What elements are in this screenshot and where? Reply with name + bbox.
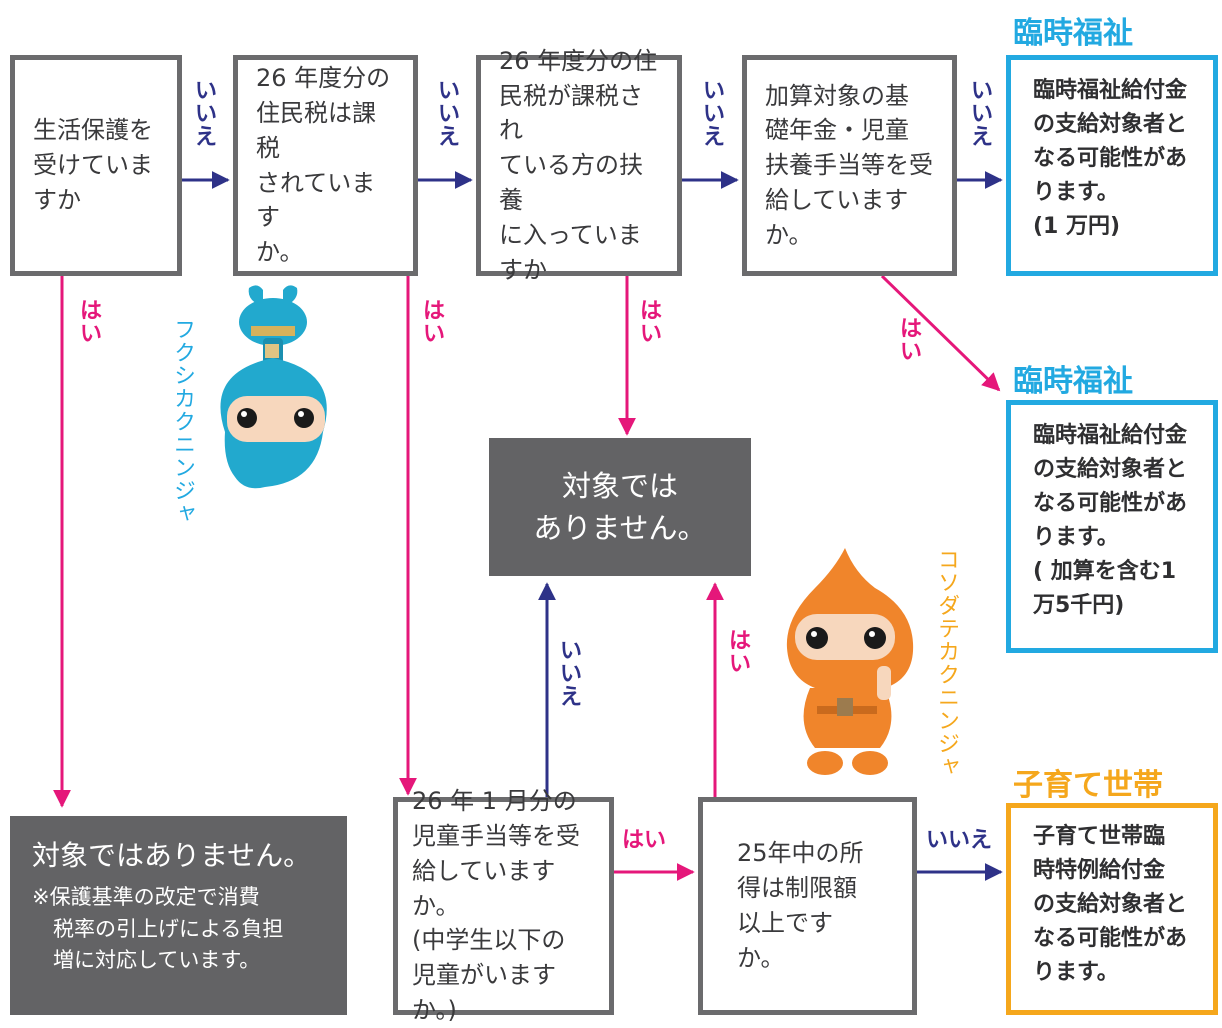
- result-box-fukushi-15000: 臨時福祉給付金 の支給対象者と なる可能性があ ります。 ( 加算を含む1 万5…: [1006, 400, 1218, 653]
- question-text: 生活保護を 受けていま すか: [33, 116, 153, 214]
- label-yes-q1: は い: [79, 299, 102, 348]
- label-no-q5: い い え: [559, 639, 582, 711]
- label-no-q1: い い え: [194, 79, 217, 151]
- category-title-kosodate: 子育て世帯: [1013, 768, 1163, 803]
- label-yes-q3: は い: [639, 299, 662, 348]
- question-box-resident-tax: 26 年度分の 住民税は課税 されています か。: [233, 55, 418, 276]
- question-text: 26 年度分の住 民税が課税され ている方の扶養 に入っていますか: [499, 46, 658, 284]
- not-eligible-text: 対象では ありません。: [533, 468, 707, 545]
- question-box-pension: 加算対象の基 礎年金・児童 扶養手当等を受 給していますか。: [742, 55, 957, 276]
- question-text: 加算対象の基 礎年金・児童 扶養手当等を受 給していますか。: [765, 81, 933, 249]
- not-eligible-title: 対象ではありません。: [32, 839, 312, 872]
- orange-ninja-character: [775, 548, 925, 783]
- label-no-q6: いいえ: [926, 828, 993, 853]
- label-no-q2: い い え: [437, 79, 460, 151]
- not-eligible-box-left: 対象ではありません。 ※保護基準の改定で消費 税率の引上げによる負担 増に対応し…: [10, 816, 347, 1015]
- label-yes-q4: は い: [899, 317, 922, 366]
- label-yes-q2: は い: [422, 299, 445, 348]
- label-yes-q6: は い: [728, 629, 751, 678]
- question-text: 26 年 1 月分の 児童手当等を受 給していますか。 (中学生以下の 児童がい…: [412, 787, 580, 1024]
- category-title-fukushi: 臨時福祉: [1013, 16, 1133, 51]
- not-eligible-note: ※保護基準の改定で消費 税率の引上げによる負担 増に対応しています。: [32, 885, 284, 972]
- question-box-child-allowance: 26 年 1 月分の 児童手当等を受 給していますか。 (中学生以下の 児童がい…: [393, 787, 614, 1024]
- category-title-fukushi-2: 臨時福祉: [1013, 364, 1133, 399]
- label-no-q4: い い え: [970, 79, 993, 151]
- result-box-kosodate: 子育て世帯臨 時特例給付金 の支給対象者と なる可能性があ ります。: [1006, 803, 1218, 1015]
- result-text: 臨時福祉給付金 の支給対象者と なる可能性があ ります。 (1 万円): [1033, 78, 1188, 240]
- blue-ninja-character: [205, 282, 340, 497]
- blue-ninja-icon: [220, 285, 327, 489]
- result-box-fukushi-10000: 臨時福祉給付金 の支給対象者と なる可能性があ ります。 (1 万円): [1006, 55, 1218, 276]
- label-yes-q5: はい: [622, 828, 667, 853]
- question-box-income: 25年中の所 得は制限額 以上ですか。: [698, 797, 917, 1015]
- label-no-q3: い い え: [702, 79, 725, 151]
- orange-ninja-name: コソダテカクニンジャ: [934, 548, 959, 778]
- not-eligible-box-center: 対象では ありません。: [489, 438, 751, 576]
- question-text: 25年中の所 得は制限額 以上ですか。: [737, 839, 864, 972]
- result-text: 子育て世帯臨 時特例給付金 の支給対象者と なる可能性があ ります。: [1033, 824, 1188, 986]
- arrow-q4-r2: [880, 274, 1001, 392]
- question-text: 26 年度分の 住民税は課税 されています か。: [256, 64, 391, 267]
- result-text: 臨時福祉給付金 の支給対象者と なる可能性があ ります。 ( 加算を含む1 万5…: [1033, 423, 1188, 619]
- blue-ninja-name: フクシカクニンジャ: [170, 318, 195, 525]
- orange-ninja-icon: [786, 548, 914, 775]
- question-box-welfare: 生活保護を 受けていま すか: [10, 55, 182, 276]
- question-box-dependent: 26 年度分の住 民税が課税され ている方の扶養 に入っていますか: [476, 47, 682, 284]
